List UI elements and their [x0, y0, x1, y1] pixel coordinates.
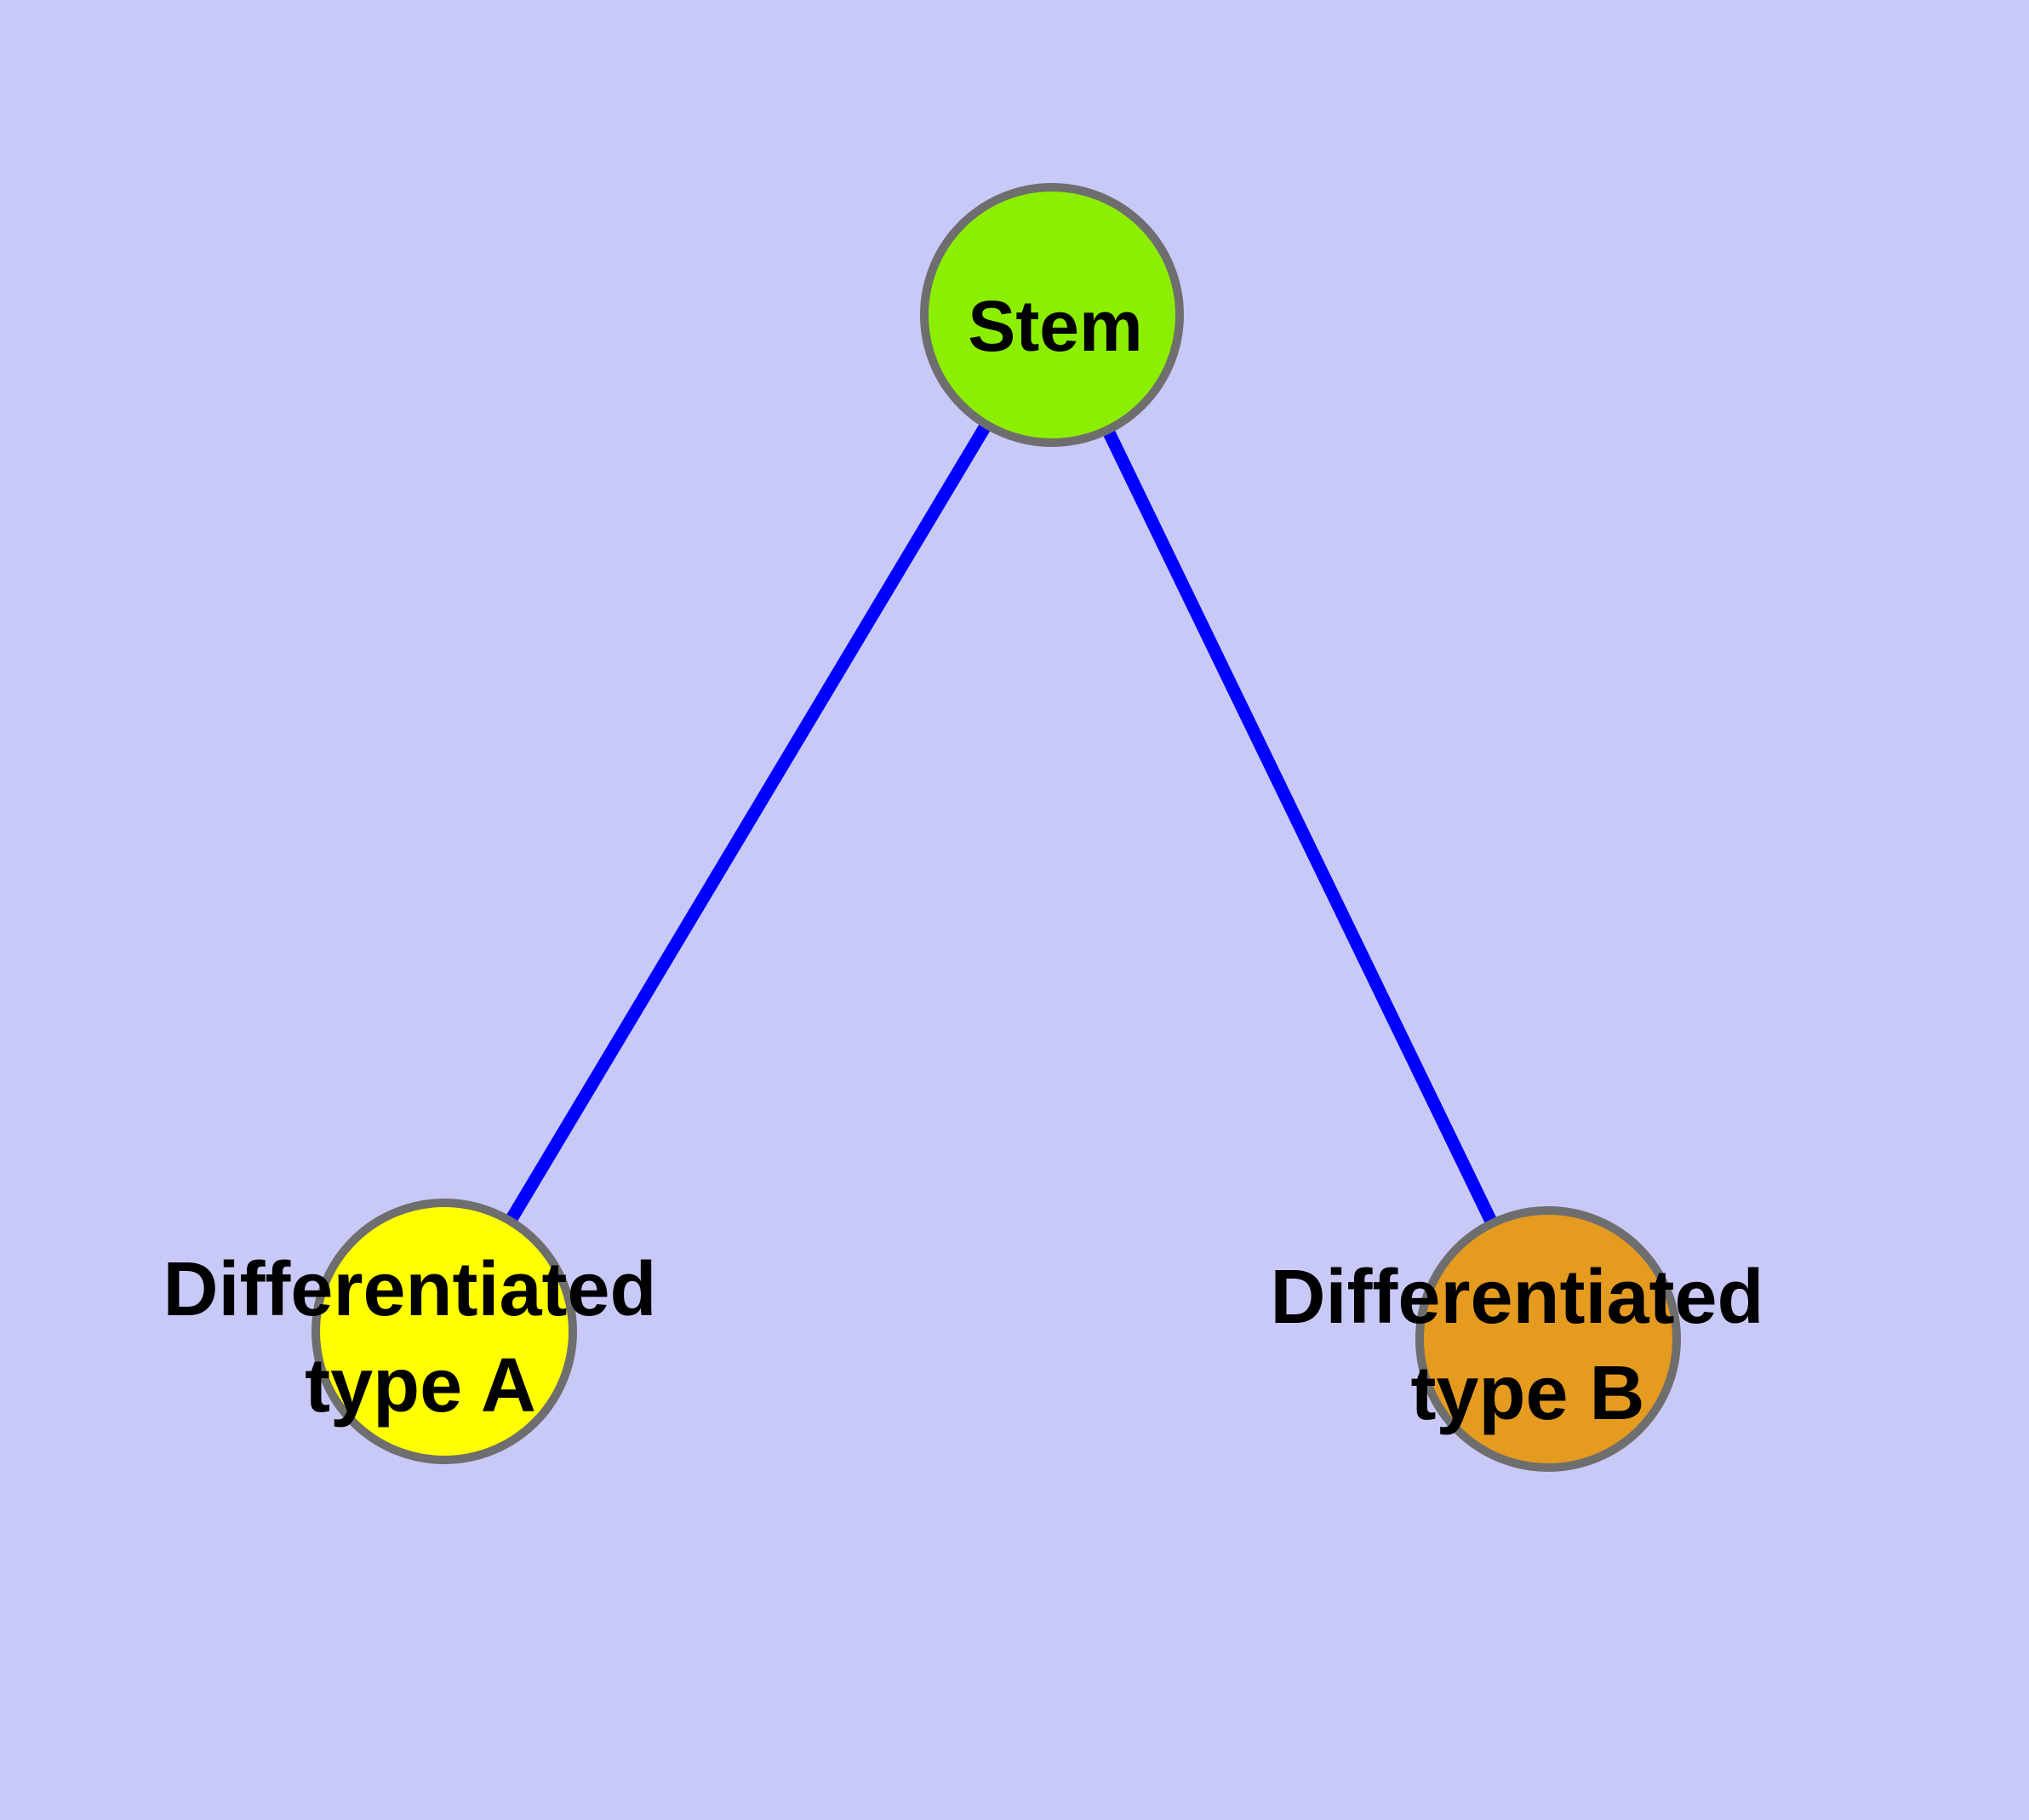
node-type-b-label-line2: type B [1410, 1351, 1644, 1436]
edge-stem-to-type-b [1046, 312, 1554, 1342]
node-stem-label: Stem [968, 286, 1142, 366]
edge-group [438, 312, 1554, 1342]
node-type-b-circle [1415, 1206, 1681, 1472]
node-type-b-label-line1: Differentiated [1270, 1255, 1763, 1340]
node-type-a-label-line1: Differentiated [163, 1247, 656, 1332]
node-type-a-label: Differentiated type A [163, 1247, 677, 1428]
node-type-b-label: Differentiated type B [1270, 1255, 1785, 1436]
node-stem-circle [920, 183, 1184, 447]
node-type-a-circle [311, 1199, 577, 1464]
edge-stem-to-type-a [438, 312, 1058, 1335]
node-group [311, 183, 1681, 1472]
label-group: Stem Differentiated type A Differentiate… [163, 286, 1785, 1436]
node-type-a-label-line2: type A [305, 1343, 536, 1428]
